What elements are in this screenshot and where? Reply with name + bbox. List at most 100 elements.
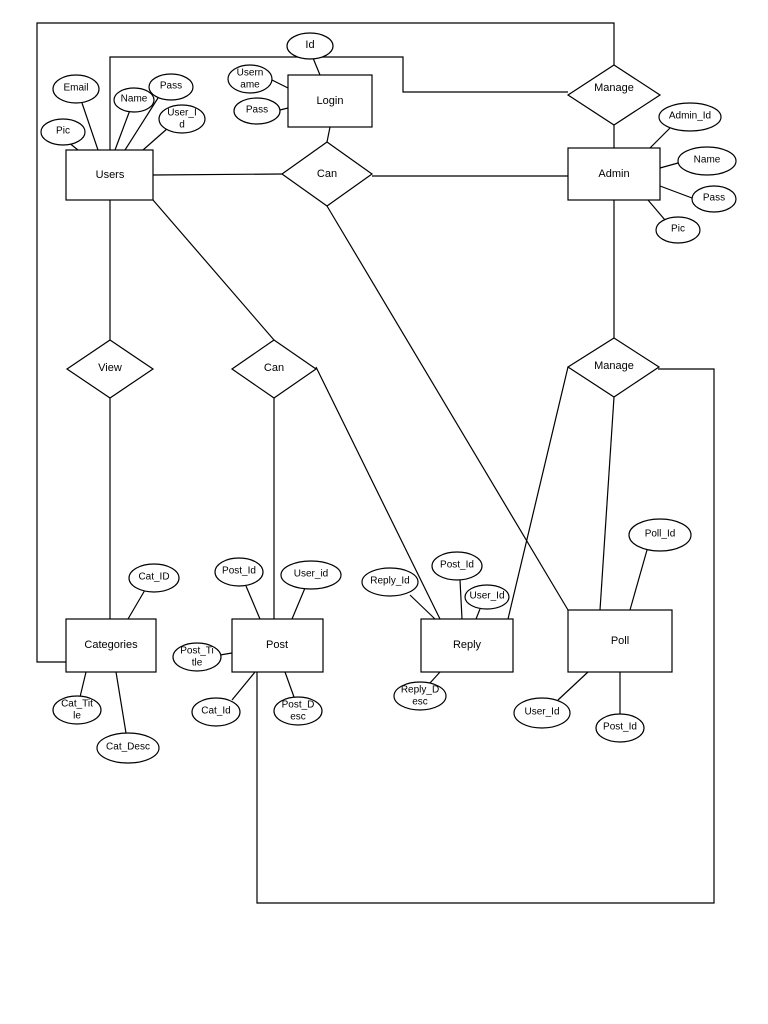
attr-line-users-userid (142, 127, 169, 151)
connector-can-poll (326, 205, 569, 611)
connector-categories-manage-top (36, 22, 615, 663)
relationship-manage-top: Manage (566, 64, 662, 126)
attribute-admin-pass-label: Pass (703, 193, 725, 204)
attribute-cat-desc-label: Cat_Desc (106, 742, 150, 753)
attribute-cat-title-line1: Cat_Tit (61, 699, 93, 710)
attr-line-reply-replyid (409, 594, 436, 620)
relationship-can-top: Can (280, 141, 374, 207)
attribute-post-desc-line1: Post_D (282, 700, 315, 711)
attr-line-reply-desc (429, 671, 441, 684)
attribute-login-username-line2: ame (240, 80, 260, 91)
relationship-manage-top-label: Manage (594, 82, 634, 94)
attribute-reply-userid-label: User_Id (469, 591, 504, 602)
entity-users-label: Users (96, 169, 125, 181)
attribute-users-userid: User_I d (158, 104, 206, 134)
attribute-post-catid: Cat_Id (191, 697, 241, 727)
attr-line-admin-pic (647, 199, 666, 221)
attr-line-cat-desc (115, 671, 127, 734)
attribute-admin-name: Name (677, 146, 737, 176)
entity-reply: Reply (420, 618, 514, 673)
attr-line-users-pass (124, 97, 159, 151)
attribute-login-pass: Pass (233, 97, 281, 125)
attribute-admin-pic-label: Pic (671, 224, 685, 235)
relationship-manage-mid-label: Manage (594, 360, 634, 372)
attribute-post-postid-label: Post_Id (222, 566, 256, 577)
relationship-can-mid: Can (230, 339, 318, 399)
attribute-users-email: Email (52, 74, 100, 104)
attribute-users-userid-line2: d (179, 120, 185, 131)
attribute-post-userid-label: User_id (294, 569, 328, 580)
attribute-reply-desc: Reply_D esc (393, 681, 447, 711)
relationship-view-label: View (98, 362, 122, 374)
attribute-poll-pollid: Poll_Id (628, 518, 692, 552)
attribute-post-title-line1: Post_Ti (180, 646, 214, 657)
attribute-users-name: Name (113, 87, 155, 113)
attribute-reply-desc-line1: Reply_D (401, 685, 439, 696)
entity-login: Login (287, 74, 373, 128)
attribute-post-title-line2: tle (192, 658, 203, 669)
attribute-admin-pass: Pass (691, 185, 737, 213)
attribute-post-desc: Post_D esc (273, 696, 323, 726)
attribute-poll-userid-label: User_Id (524, 707, 559, 718)
attribute-reply-postid-label: Post_Id (440, 560, 474, 571)
attr-line-cat-title (79, 671, 87, 698)
entity-categories-label: Categories (84, 639, 138, 651)
attribute-login-id: Id (286, 32, 334, 60)
attribute-reply-desc-line2: esc (412, 697, 428, 708)
connector-manage-mid-post-loop (256, 368, 715, 904)
attr-line-login-pass (279, 107, 289, 111)
relationship-can-mid-label: Can (264, 362, 284, 374)
attribute-poll-postid: Post_Id (595, 713, 645, 743)
attribute-admin-id-label: Admin_Id (669, 111, 711, 122)
attribute-login-pass-label: Pass (246, 105, 268, 116)
entity-poll: Poll (567, 609, 673, 673)
attribute-users-userid-line1: User_I (167, 108, 196, 119)
attribute-admin-name-label: Name (694, 155, 721, 166)
attribute-cat-id: Cat_ID (128, 563, 180, 593)
connector-lines (36, 22, 715, 904)
attribute-admin-id: Admin_Id (658, 102, 722, 132)
entity-admin-label: Admin (598, 168, 629, 180)
attribute-poll-userid: User_Id (513, 697, 571, 729)
connector-users-manage-top (109, 56, 568, 150)
attribute-cat-desc: Cat_Desc (96, 732, 160, 764)
attribute-login-id-label: Id (305, 39, 314, 51)
entity-login-label: Login (317, 95, 344, 107)
connector-manage-mid-poll (599, 396, 615, 611)
attribute-post-title: Post_Ti tle (172, 642, 222, 672)
connector-login-can (326, 126, 331, 143)
attribute-reply-replyid-label: Reply_Id (370, 576, 409, 587)
attr-line-admin-pass (659, 185, 693, 199)
entity-post: Post (231, 618, 324, 673)
attr-line-post-catid (231, 671, 256, 701)
connector-can-mid-reply (315, 366, 441, 620)
relationship-view: View (65, 339, 155, 399)
attr-line-users-email (81, 102, 99, 151)
attribute-users-pass: Pass (148, 73, 194, 101)
attribute-post-desc-line2: esc (290, 712, 306, 723)
attr-line-admin-name (659, 162, 679, 169)
attr-line-poll-pollid (629, 549, 648, 611)
attribute-users-pic: Pic (40, 118, 86, 146)
attr-line-reply-userid (475, 608, 481, 620)
entity-reply-label: Reply (453, 639, 482, 651)
entity-users: Users (65, 149, 154, 201)
connector-users-can-mid (152, 199, 275, 341)
attribute-cat-title-line2: le (73, 711, 81, 722)
attribute-post-catid-label: Cat_Id (201, 706, 230, 717)
entity-categories: Categories (65, 618, 157, 673)
entity-admin: Admin (567, 147, 661, 201)
attribute-users-name-label: Name (121, 94, 148, 105)
attribute-users-email-label: Email (63, 83, 88, 94)
attribute-cat-id-label: Cat_ID (138, 572, 169, 583)
attr-line-login-id (312, 57, 321, 76)
attribute-users-pass-label: Pass (160, 81, 182, 92)
attribute-reply-userid: User_Id (464, 584, 510, 610)
attr-line-post-desc (284, 671, 295, 698)
attribute-login-username-line1: Usern (237, 68, 264, 79)
attribute-admin-pic: Pic (655, 216, 701, 244)
relationship-manage-mid: Manage (566, 337, 661, 398)
attr-line-users-name (114, 109, 131, 151)
attribute-reply-replyid: Reply_Id (361, 567, 419, 597)
